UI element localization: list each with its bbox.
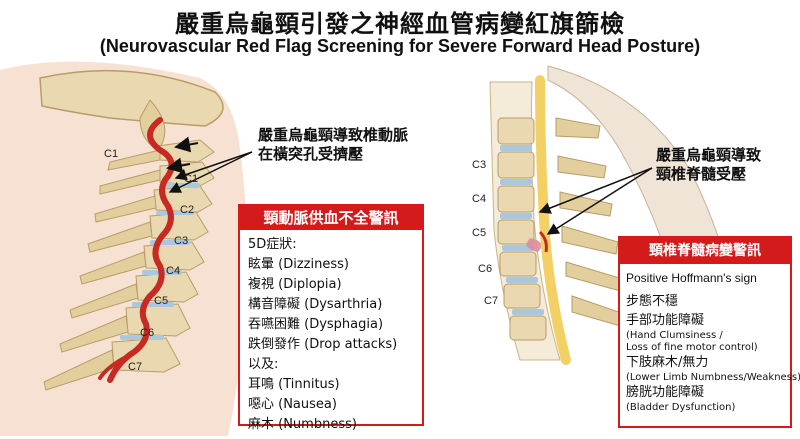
left-label-c1-b: C1 <box>184 173 198 185</box>
list-item-detail: Loss of fine motor control) <box>626 342 758 353</box>
compression-arrow-2 <box>166 157 191 174</box>
list-item-detail: (Hand Clumsiness / <box>626 330 723 341</box>
artery-branch <box>98 354 130 380</box>
right-label-c6: C6 <box>478 263 492 275</box>
list-item: 手部功能障礙 <box>626 313 705 328</box>
right-label-c4: C4 <box>472 193 486 205</box>
left-callout: 嚴重烏龜頸導致椎動脈 在橫突孔受擠壓 <box>258 126 408 164</box>
list-item: 複視 (Diplopia) <box>248 277 342 292</box>
left-label-c5: C5 <box>154 295 168 307</box>
list-item: 5D症狀: <box>248 237 297 252</box>
myelopathy-warning-box: 頸椎脊髓病變警訊 Positive Hoffmann's sign 步態不穩 手… <box>618 236 800 428</box>
list-item: 吞嚥困難 (Dysphagia) <box>248 317 384 332</box>
list-item-detail: (Lower Limb Numbness/Weakness) <box>626 372 800 383</box>
left-label-c4: C4 <box>166 265 180 277</box>
right-callout-line-1: 嚴重烏龜頸導致 <box>656 146 762 164</box>
myelopathy-warning-header: 頸椎脊髓病變警訊 <box>620 238 790 264</box>
vascular-warning-box: 頸動脈供血不全警訊 5D症狀: 眩暈 (Dizziness) 複視 (Diplo… <box>238 204 424 432</box>
myelopathy-sign-list: Positive Hoffmann's sign 步態不穩 手部功能障礙 (Ha… <box>620 264 800 417</box>
list-item: 眩暈 (Dizziness) <box>248 257 349 272</box>
list-item: 麻木 (Numbness) <box>248 417 357 432</box>
compression-arrow-1 <box>174 136 199 153</box>
spinous-processes <box>43 149 161 391</box>
left-label-c3: C3 <box>174 235 188 247</box>
vascular-symptom-list: 5D症狀: 眩暈 (Dizziness) 複視 (Diplopia) 構音障礙 … <box>240 230 422 439</box>
vascular-warning-header: 頸動脈供血不全警訊 <box>240 206 422 230</box>
vertebral-bodies <box>497 117 547 341</box>
left-callout-line-2: 在橫突孔受擠壓 <box>258 145 364 163</box>
list-item: 以及: <box>248 357 279 372</box>
list-item: 跌倒發作 (Drop attacks) <box>248 337 398 352</box>
left-label-c6: C6 <box>140 327 154 339</box>
left-vertebra-labels: C1 C1 C2 C3 C4 C5 C6 C7 <box>104 148 198 373</box>
list-item: 耳鳴 (Tinnitus) <box>248 377 340 392</box>
right-label-c3: C3 <box>472 159 486 171</box>
right-callout-pointer-1 <box>538 167 653 214</box>
left-label-c1-a: C1 <box>104 148 118 160</box>
cord-compression-highlight <box>538 230 548 253</box>
left-neck-illustration: C1 C1 C2 C3 C4 C5 C6 C7 <box>0 61 253 436</box>
right-callout-pointer-2 <box>546 167 653 235</box>
left-callout-pointer-2 <box>168 151 253 193</box>
skull-base <box>39 69 224 127</box>
left-label-c2: C2 <box>180 204 194 216</box>
list-item-detail: (Bladder Dysfunction) <box>626 402 736 413</box>
left-callout-line-1: 嚴重烏龜頸導致椎動脈 <box>258 126 409 144</box>
list-item: 膀胱功能障礙 <box>626 385 705 400</box>
page-subtitle: (Neurovascular Red Flag Screening for Se… <box>99 36 701 56</box>
right-callout-line-2: 頸椎脊髓受壓 <box>656 165 747 183</box>
right-vertebra-labels: C3 C4 C5 C6 C7 <box>472 159 498 307</box>
hoffmann-sign: Positive Hoffmann's sign <box>626 271 757 285</box>
spinal-discs <box>500 145 544 315</box>
herniated-disc <box>526 238 542 252</box>
list-item: 下肢麻木/無力 <box>626 355 709 370</box>
list-item: 步態不穩 <box>626 294 679 309</box>
right-callout: 嚴重烏龜頸導致 頸椎脊髓受壓 <box>656 146 761 184</box>
spinal-cord <box>535 75 571 365</box>
right-label-c7: C7 <box>484 295 498 307</box>
list-item: 噁心 (Nausea) <box>248 397 337 412</box>
left-callout-pointer-1 <box>174 151 253 181</box>
page-title: 嚴重烏龜頸引發之神經血管病變紅旗篩檢 <box>175 10 625 38</box>
right-label-c5: C5 <box>472 227 486 239</box>
left-label-c7: C7 <box>128 361 142 373</box>
list-item: 構音障礙 (Dysarthria) <box>248 297 383 312</box>
